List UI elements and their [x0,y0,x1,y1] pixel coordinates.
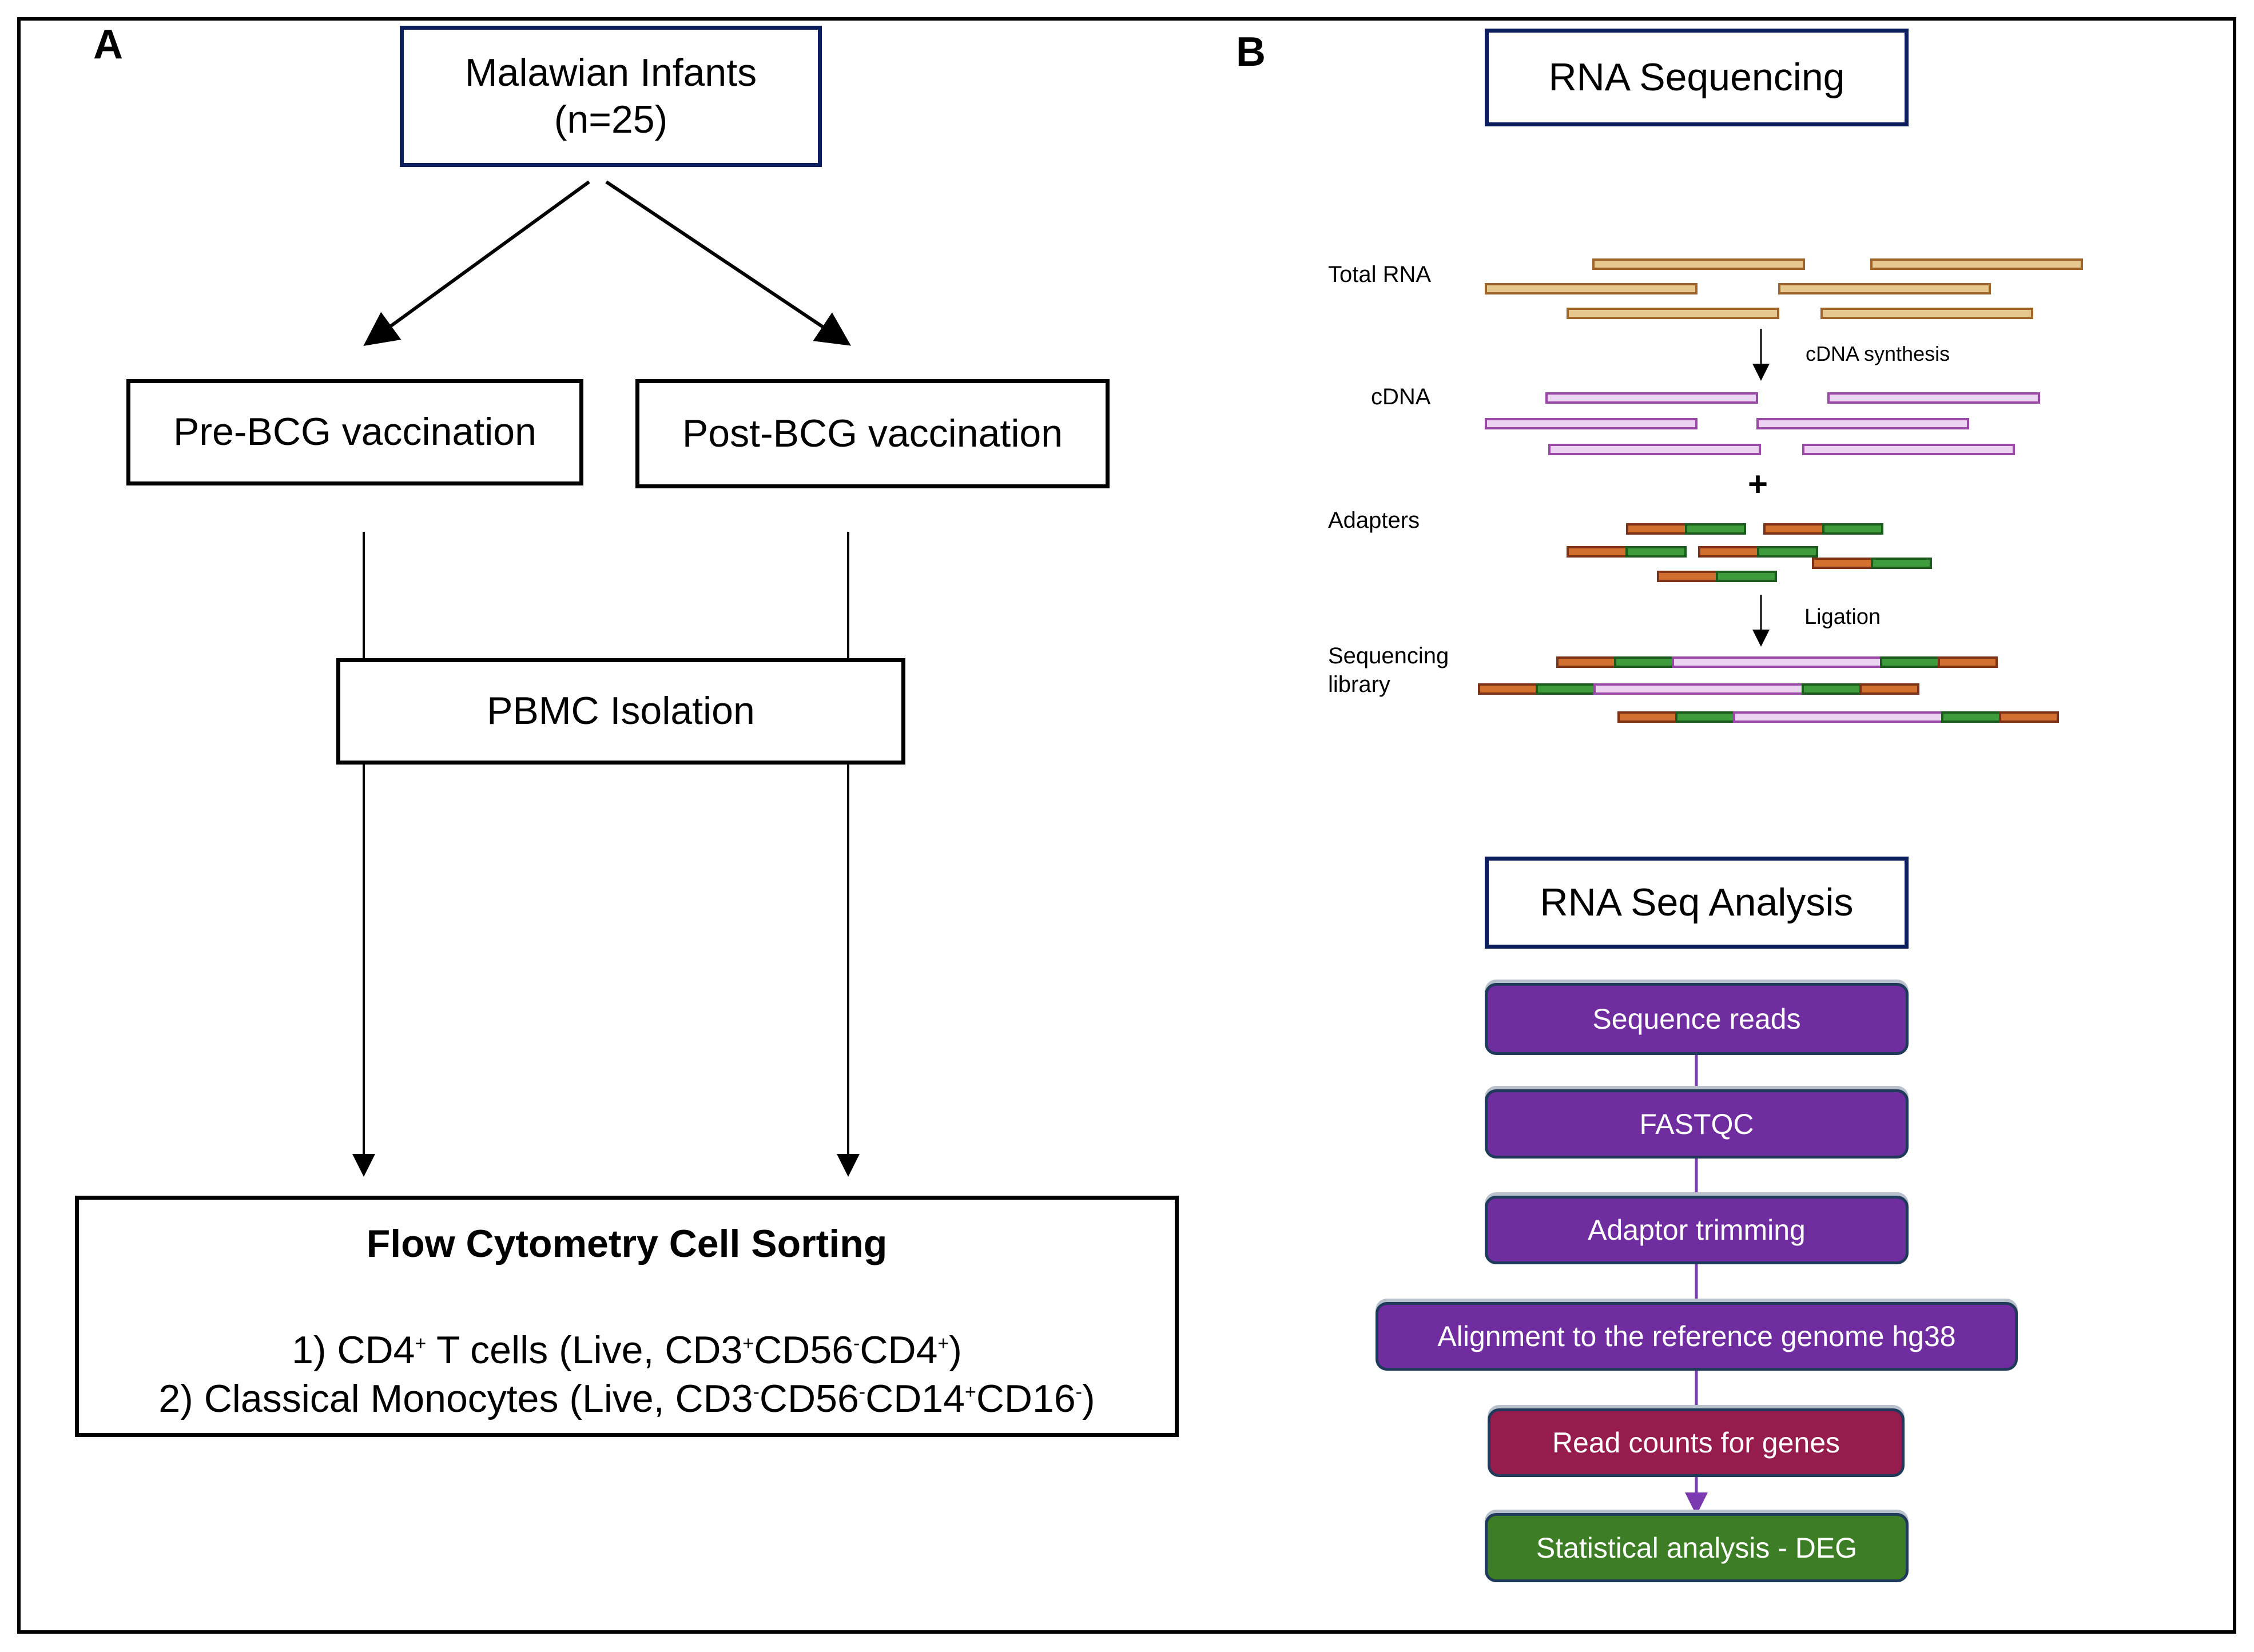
step-statistical-analysis-deg: Statistical analysis - DEG [1485,1513,1909,1582]
flow-cytometry-box: Flow Cytometry Cell Sorting 1) CD4+ T ce… [75,1196,1179,1437]
library-strands [1478,656,2059,723]
arrow-to-post [605,180,851,346]
total-rna-strands [1485,258,2083,319]
plus-sign: + [1748,465,1768,503]
rna-seq-analysis-title: RNA Seq Analysis [1540,880,1854,924]
rna-strand [1567,308,1779,319]
rna-strand [1870,258,2083,270]
root-count: (n=25) [554,97,668,141]
adapter-strands [1567,523,1932,582]
library-insert [1593,683,1804,695]
rna-seq-analysis-title-box: RNA Seq Analysis [1485,857,1909,949]
adapter-green-segment [1757,546,1818,558]
step-adaptor-trimming: Adaptor trimming [1485,1196,1909,1264]
pbmc-isolation-box: PBMC Isolation [336,658,905,765]
library-adapter-green [1536,683,1596,695]
label-cdna: cDNA [1371,384,1431,409]
library-adapter-orange [1478,683,1538,695]
label-ligation: Ligation [1804,605,1881,629]
population-cd4-t-cells: 1) CD4+ T cells (Live, CD3+CD56-CD4+) [292,1328,962,1372]
library-insert [1672,656,1882,668]
library-adapter-orange [1617,711,1677,723]
pre-bcg-label: Pre-BCG vaccination [173,410,536,454]
library-adapter-orange [1859,683,1919,695]
cdna-strand [1756,418,1969,429]
pre-bcg-box: Pre-BCG vaccination [126,379,583,485]
adapter-orange-segment [1567,546,1628,558]
label-total-rna: Total RNA [1328,262,1432,287]
step-fastqc: FASTQC [1485,1089,1909,1159]
root-box-malawian-infants: Malawian Infants (n=25) [400,26,822,167]
adapter-orange-segment [1657,571,1718,582]
figure-frame [17,17,2236,1634]
cdna-strand [1548,444,1761,455]
cdna-strands [1485,392,2040,455]
library-adapter-green [1802,683,1862,695]
rna-sequencing-title-box: RNA Sequencing [1485,29,1909,126]
step-sequence-reads: Sequence reads [1485,983,1909,1055]
library-adapter-green [1941,711,2001,723]
adapter-orange-segment [1812,558,1873,569]
adapter-green-segment [1625,546,1687,558]
post-bcg-label: Post-BCG vaccination [682,411,1063,455]
adapter-green-segment [1685,523,1746,535]
panel-letter-a: A [93,22,123,67]
rna-strand [1485,283,1698,294]
root-label: Malawian Infants [464,50,757,94]
rna-strand [1820,308,2033,319]
cdna-strand [1545,392,1758,404]
pbmc-isolation-label: PBMC Isolation [487,689,755,733]
step-alignment-hg38: Alignment to the reference genome hg38 [1376,1302,2018,1371]
cdna-strand [1827,392,2040,404]
label-adapters: Adapters [1328,508,1420,533]
library-insert [1733,711,1943,723]
library-adapter-orange [1999,711,2059,723]
label-cdna-synthesis: cDNA synthesis [1806,342,1950,365]
rna-strand [1778,283,1991,294]
cdna-strand [1802,444,2015,455]
cdna-strand [1485,418,1698,429]
library-adapter-green [1614,656,1674,668]
arrow-to-pre [363,180,590,347]
sorted-populations-list: 1) CD4+ T cells (Live, CD3+CD56-CD4+) 2)… [158,1326,1095,1423]
library-adapter-orange [1938,656,1998,668]
adapter-green-segment [1871,558,1932,569]
flow-cytometry-title: Flow Cytometry Cell Sorting [366,1222,888,1265]
rna-strand [1592,258,1805,270]
population-classical-monocytes: 2) Classical Monocytes (Live, CD3-CD56-C… [158,1377,1095,1420]
rna-sequencing-title: RNA Sequencing [1548,55,1845,99]
adapter-green-segment [1716,571,1777,582]
library-adapter-green [1880,656,1940,668]
library-adapter-orange [1556,656,1616,668]
adapter-orange-segment [1626,523,1687,535]
adapter-green-segment [1822,523,1883,535]
post-bcg-box: Post-BCG vaccination [635,379,1110,488]
panel-letter-b: B [1236,29,1266,75]
library-adapter-green [1675,711,1735,723]
adapter-orange-segment [1763,523,1824,535]
label-sequencing-library: Sequencing library [1328,643,1449,697]
adapter-orange-segment [1698,546,1759,558]
step-read-counts: Read counts for genes [1488,1408,1905,1477]
